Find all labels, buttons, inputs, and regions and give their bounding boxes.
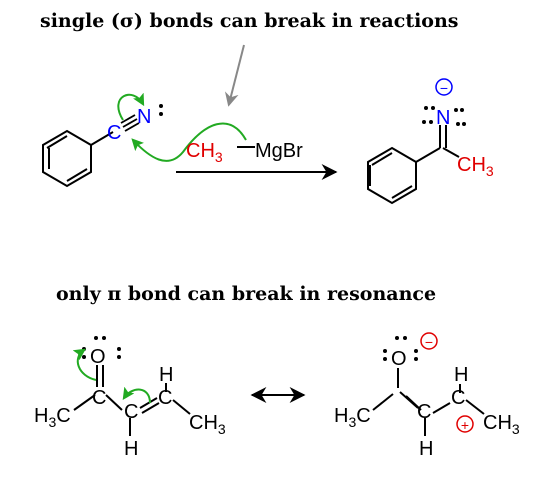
right-vinyl-h-bottom: H <box>419 438 433 460</box>
right-enolate-bonds <box>372 368 485 436</box>
pi-bond-to-nitrogen-arrow <box>117 92 145 121</box>
product-methyl-label: CH3 <box>457 154 494 179</box>
left-vinyl-h-top: H <box>159 364 173 386</box>
right-oxygen-lone-pairs <box>383 336 418 361</box>
left-beta-carbon-label: C <box>158 387 172 409</box>
left-carbonyl-carbon-label: C <box>92 387 106 409</box>
svg-text:−: − <box>440 80 448 96</box>
product-nitrogen-lone-pairs <box>422 106 466 126</box>
left-carbonyl-pi-arrow <box>72 348 97 381</box>
left-ethyl-methyl-label: CH3 <box>189 412 226 437</box>
reagent-mgbr-label: MgBr <box>255 140 303 162</box>
sigma-bond-pointer-arrow <box>224 44 245 107</box>
reaction-heading: single (σ) bonds can break in reactions <box>40 10 459 32</box>
left-alkene-pi-arrow <box>122 386 151 404</box>
product-nitrogen-label: N <box>436 107 450 129</box>
imine-double-bond <box>439 125 447 148</box>
right-carbocation-charge: + <box>456 415 474 433</box>
nitrile-nitrogen-label: N <box>137 106 151 128</box>
right-ethyl-methyl-label: CH3 <box>483 412 520 437</box>
nitrile-lone-pair <box>159 104 163 116</box>
right-cation-carbon-label: C <box>451 387 465 409</box>
product-negative-charge: − <box>435 78 453 96</box>
left-enone-bonds <box>73 365 191 436</box>
nitrile-carbon-label: C <box>107 122 121 144</box>
product-benzene-ring <box>367 146 441 205</box>
right-middle-carbon-label: C <box>417 401 431 423</box>
right-oxygen-label: O <box>391 348 407 370</box>
left-oxygen-label: O <box>90 346 106 368</box>
left-methyl-label: H3C <box>34 405 71 430</box>
svg-text:+: + <box>461 417 469 433</box>
resonance-heading: only π bond can break in resonance <box>56 283 437 305</box>
carbon-magnesium-bond-arrow <box>131 122 247 162</box>
reagent-methyl-label: CH3 <box>186 140 223 165</box>
left-vinyl-h-bottom: H <box>124 438 138 460</box>
right-methyl-label: H3C <box>334 405 371 430</box>
right-oxygen-negative-charge: − <box>420 332 438 350</box>
reactant-benzene-ring <box>42 129 114 188</box>
right-vinyl-h-top: H <box>454 364 468 386</box>
product-carbon-methyl-bond <box>442 147 460 158</box>
nitrile-triple-bond <box>120 114 140 132</box>
left-alpha-carbon-label: C <box>124 401 138 423</box>
svg-text:−: − <box>425 334 433 350</box>
